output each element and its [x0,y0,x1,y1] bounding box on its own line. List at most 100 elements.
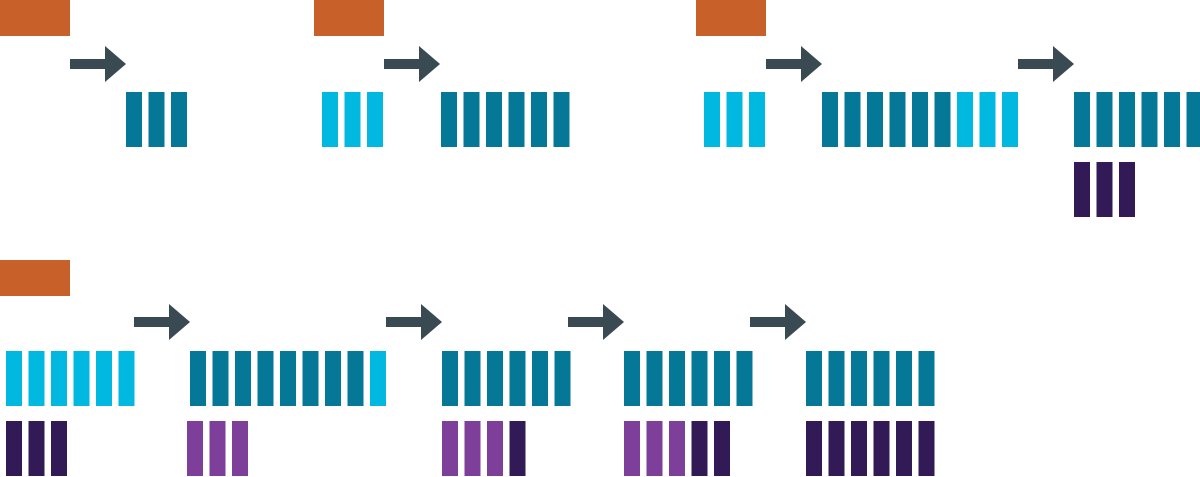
bar-navy [1096,162,1113,217]
bar-group-step-2-output [441,92,570,147]
bar-purple [442,421,458,476]
bar-teal [302,351,319,406]
bar-group-step-2-input [322,92,383,147]
bar-navy [28,421,45,476]
right-arrow-icon [766,46,822,82]
bar-teal [736,351,753,406]
bar-group-row2-c-top [442,351,571,406]
bar-teal [126,92,142,147]
bar-teal [347,351,364,406]
bar-cyan [957,92,973,147]
bar-group-row2-c-bottom [442,421,526,476]
bar-cyan [979,92,996,147]
bar-teal [714,351,730,406]
bar-group-row2-e-bottom [806,421,935,476]
bar-navy [509,421,526,476]
bar-group-step-1 [126,92,187,147]
bar-teal [646,351,663,406]
bar-cyan [1002,92,1018,147]
right-arrow-icon [750,304,806,340]
bar-teal [509,351,526,406]
bar-cyan [704,92,720,147]
bar-teal [624,351,640,406]
right-arrow-icon [384,46,440,82]
bar-cyan [322,92,338,147]
bar-teal [669,351,685,406]
bar-purple [232,421,248,476]
bar-purple [209,421,226,476]
bar-cyan [6,351,22,406]
bar-teal [691,351,708,406]
bar-teal [532,351,548,406]
bar-group-step-3-output [822,92,1018,147]
bar-group-step-4-top [1074,92,1200,147]
bar-teal [912,92,928,147]
bar-purple [464,421,481,476]
bar-navy [714,421,730,476]
bar-teal [934,92,951,147]
bar-group-step-4-bottom [1074,162,1135,217]
bar-teal [806,351,822,406]
bar-teal [918,351,935,406]
right-arrow-icon [568,304,624,340]
bar-navy [6,421,22,476]
bar-teal [1186,92,1200,147]
bar-group-row2-b-top [190,351,386,406]
bar-teal [441,92,457,147]
bar-teal [531,92,547,147]
bar-cyan [749,92,765,147]
bar-teal [1141,92,1158,147]
bar-teal [280,351,296,406]
bar-cyan [96,351,112,406]
bar-cyan [370,351,386,406]
bar-teal [212,351,229,406]
orange-tag-4 [0,260,70,296]
bar-group-row2-e-top [806,351,935,406]
bar-cyan [73,351,90,406]
bar-cyan [726,92,743,147]
bar-purple [669,421,685,476]
bar-purple [624,421,640,476]
tags-layer [0,0,766,296]
bar-navy [691,421,708,476]
bar-navy [806,421,822,476]
bar-group-row2-d-bottom [624,421,730,476]
bar-purple [646,421,663,476]
bar-cyan [51,351,67,406]
bar-cyan [367,92,383,147]
bar-teal [1119,92,1135,147]
bar-teal [851,351,867,406]
bar-teal [235,351,251,406]
bar-group-row2-b-bottom [187,421,248,476]
orange-tag-3 [696,0,766,36]
bar-teal [1074,92,1090,147]
bar-teal [822,92,838,147]
bar-teal [828,351,845,406]
bar-cyan [28,351,45,406]
bar-group-step-3-input [704,92,765,147]
bar-teal [463,92,480,147]
bar-teal [889,92,906,147]
bar-navy [51,421,67,476]
bar-teal [896,351,912,406]
bar-navy [873,421,890,476]
bar-teal [487,351,503,406]
bar-teal [867,92,883,147]
bar-purple [487,421,503,476]
bar-teal [1164,92,1180,147]
bar-teal [325,351,341,406]
bar-teal [554,351,571,406]
bar-teal [257,351,274,406]
bar-teal [873,351,890,406]
bar-cyan [118,351,135,406]
right-arrow-icon [134,304,190,340]
bars-layer [6,92,1200,476]
bar-cyan [344,92,361,147]
bar-teal [844,92,861,147]
bar-teal [190,351,206,406]
bar-teal [1096,92,1113,147]
bar-group-row2-d-top [624,351,753,406]
bar-teal [486,92,502,147]
right-arrow-icon [70,46,126,82]
